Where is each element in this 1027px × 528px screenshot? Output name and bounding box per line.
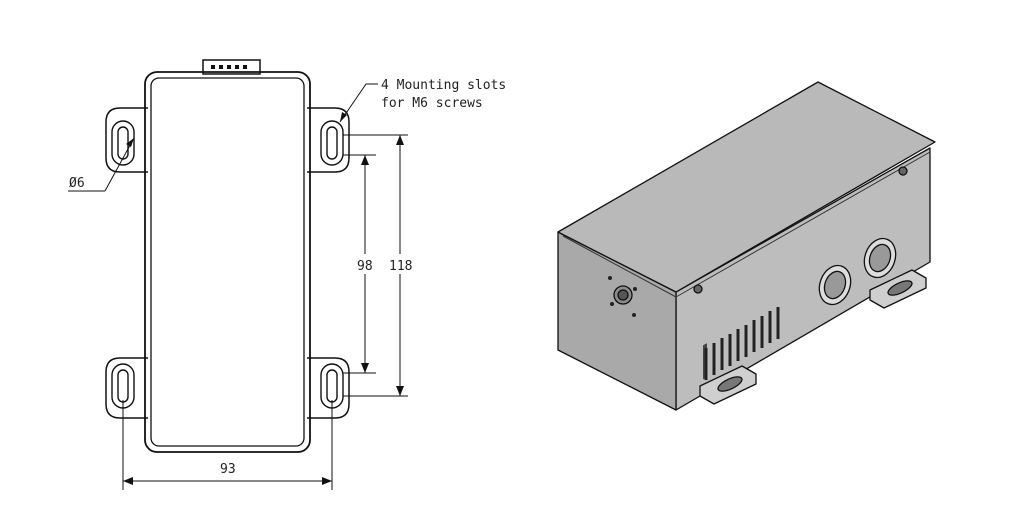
top-view: Ø6 4 Mounting slots for M6 screws 98 [68, 59, 506, 490]
fan-icon [818, 264, 852, 306]
mounting-slots-callout: 4 Mounting slots for M6 screws [339, 78, 506, 123]
dimension-118: 118 [343, 134, 414, 397]
slot-top-right [320, 120, 344, 166]
dimension-118-label: 118 [389, 259, 412, 274]
ear-bottom-right [307, 357, 350, 419]
enclosure-outline [144, 71, 311, 453]
mounting-foot [699, 365, 757, 405]
callout-line-1: 4 Mounting slots [381, 78, 506, 93]
fan-icon [863, 237, 897, 279]
mounting-foot [869, 269, 927, 309]
screw-icon [693, 284, 703, 294]
enclosure-inner-outline [150, 77, 305, 447]
connector-pins [211, 65, 247, 69]
front-connector [608, 276, 637, 317]
box-top-face [557, 81, 936, 293]
dimension-93-label: 93 [220, 462, 236, 477]
ear-top-left [105, 107, 148, 173]
screw-icon [898, 166, 908, 176]
dimension-98: 98 [343, 154, 376, 374]
vent-slot-group [704, 307, 780, 380]
mounting-slots [111, 120, 344, 409]
connector [202, 59, 261, 75]
mounting-ears [105, 107, 350, 419]
dimension-98-label: 98 [357, 259, 373, 274]
ear-bottom-left [105, 357, 148, 419]
dimension-93: 93 [122, 400, 333, 490]
ear-top-right [307, 107, 350, 173]
isometric-view [557, 81, 936, 411]
diameter-label: Ø6 [69, 176, 85, 191]
diameter-dimension: Ø6 [68, 137, 135, 192]
callout-line-2: for M6 screws [381, 96, 483, 111]
